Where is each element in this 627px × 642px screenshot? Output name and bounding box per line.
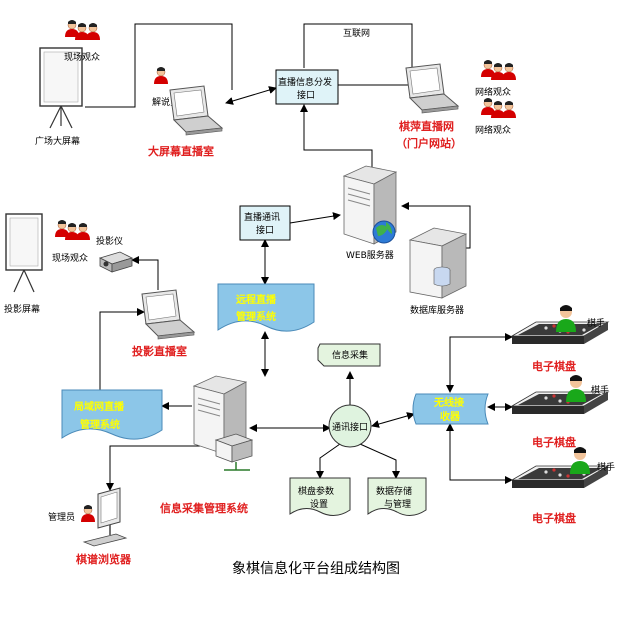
connector-comm-wireless: [371, 412, 415, 428]
net-viewers-icon-2: [480, 97, 517, 119]
internet-label: 互联网: [343, 28, 370, 39]
comm-box-line2: 接口: [256, 224, 274, 236]
projector-label: 投影仪: [96, 235, 123, 247]
projection-screen-label: 投影屏幕: [4, 303, 40, 315]
relay-box-line1: 直播信息分发: [278, 76, 332, 88]
comm-interface-box: [239, 205, 291, 241]
info-collect-label: 信息采集: [332, 349, 368, 361]
connection-lines: [85, 23, 513, 491]
wireless-line2: 收器: [440, 410, 461, 423]
param-line1: 棋盘参数: [298, 485, 334, 497]
db-server-icon: [408, 227, 468, 299]
connector-internet-portal: [303, 23, 413, 70]
storage-line2: 与管理: [384, 498, 411, 510]
connector-lan-laptop: [99, 308, 145, 390]
connector-screen-laptop: [85, 23, 233, 108]
spectators-top-icon: [64, 19, 101, 41]
wireless-receiver-box: [412, 393, 489, 425]
net-viewers-label-1: 网络观众: [475, 86, 511, 98]
portal-label-line1: 棋萍直播网: [398, 119, 454, 133]
comm-iface-label: 通讯接口: [332, 421, 368, 433]
player-label-2: 棋手: [591, 384, 609, 396]
connector-web-relay: [300, 104, 373, 170]
collect-server-icon: [193, 375, 254, 471]
web-server-icon: [343, 165, 397, 245]
browser-label: 棋谱浏览器: [75, 552, 132, 566]
connector-comm-param: [316, 443, 341, 479]
chessboard-label-3: 电子棋盘: [532, 511, 576, 525]
projection-laptop-icon: [141, 289, 195, 340]
remote-system-line2: 管理系统: [236, 310, 276, 323]
storage-line1: 数据存储: [376, 485, 412, 497]
connector-wireless-board1: [446, 333, 513, 393]
player-label-3: 棋手: [597, 461, 615, 473]
narrator-laptop-icon: [169, 85, 223, 136]
comm-box-line1: 直播通讯: [244, 211, 280, 223]
admin-label: 管理员: [48, 511, 75, 523]
spectators-mid-label: 现场观众: [52, 253, 88, 264]
chessboard-label-1: 电子棋盘: [532, 359, 576, 373]
collect-system-label: 信息采集管理系统: [160, 501, 248, 515]
param-line2: 设置: [310, 499, 328, 510]
spectators-mid-icon: [54, 219, 91, 241]
connector-comm-web: [289, 212, 341, 224]
spectators-top-label: 现场观众: [64, 52, 100, 63]
plaza-screen-icon: [39, 47, 83, 129]
admin-icon: [80, 504, 96, 523]
connector-wireless-board3: [446, 423, 513, 484]
param-box: [289, 477, 351, 516]
chessboard-icon-3: [511, 447, 609, 489]
wireless-line1: 无线接: [433, 396, 464, 409]
diagram-caption: 象棋信息化平台组成结构图: [232, 560, 400, 577]
net-viewers-icon-1: [480, 59, 517, 81]
lan-system-line1: 局域网直播: [73, 400, 125, 413]
projection-screen-icon: [5, 213, 43, 293]
connector-laptop-projector: [131, 256, 159, 290]
big-screen-room-label: 大屏幕直播室: [148, 144, 214, 158]
lan-system-line2: 管理系统: [80, 418, 120, 431]
info-collect-box: [317, 343, 381, 367]
projector-icon: [98, 251, 134, 273]
projection-room-label: 投影直播室: [132, 344, 187, 358]
plaza-screen-label: 广场大屏幕: [35, 135, 80, 147]
web-server-label: WEB服务器: [346, 249, 394, 261]
connector-comm-storage: [359, 443, 400, 479]
lan-system-box: [61, 389, 163, 440]
narrator-icon: [153, 66, 169, 85]
relay-interface-box: [275, 69, 339, 105]
portal-label-line2: （门户网站）: [396, 136, 462, 150]
remote-system-box: [217, 283, 315, 332]
chessboard-label-2: 电子棋盘: [532, 435, 576, 449]
comm-iface-node: [328, 404, 372, 448]
connector-laptop-relay: [225, 86, 277, 105]
db-server-label: 数据库服务器: [410, 304, 464, 316]
player-label-1: 棋手: [587, 317, 605, 329]
storage-box: [367, 477, 427, 516]
remote-system-line1: 远程直播: [236, 293, 277, 306]
portal-laptop-icon: [405, 63, 459, 114]
relay-box-line2: 接口: [297, 89, 315, 101]
admin-pc-icon: [82, 487, 128, 547]
connector-collect-admin: [106, 445, 230, 491]
net-viewers-label-2: 网络观众: [475, 124, 511, 136]
